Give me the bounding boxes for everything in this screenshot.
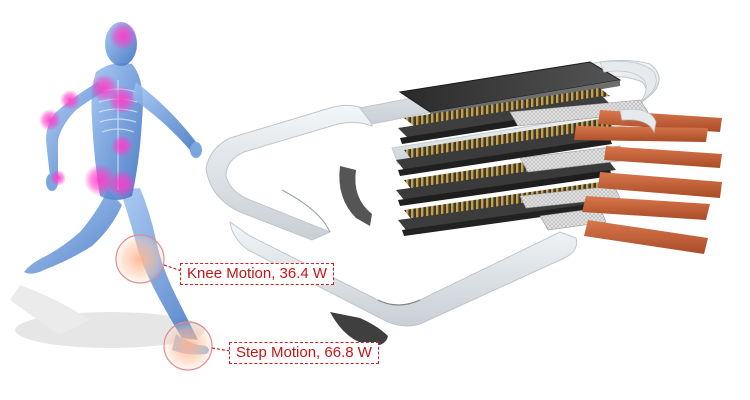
knee-motion-label: Knee Motion, 36.4 W: [180, 263, 335, 285]
figure-shadow: [10, 285, 205, 348]
energy-harvester-device: [205, 59, 722, 346]
knee-joint-highlight: [115, 234, 183, 284]
step-joint-highlight: [163, 321, 231, 371]
step-motion-label: Step Motion, 66.8 W: [229, 342, 379, 364]
